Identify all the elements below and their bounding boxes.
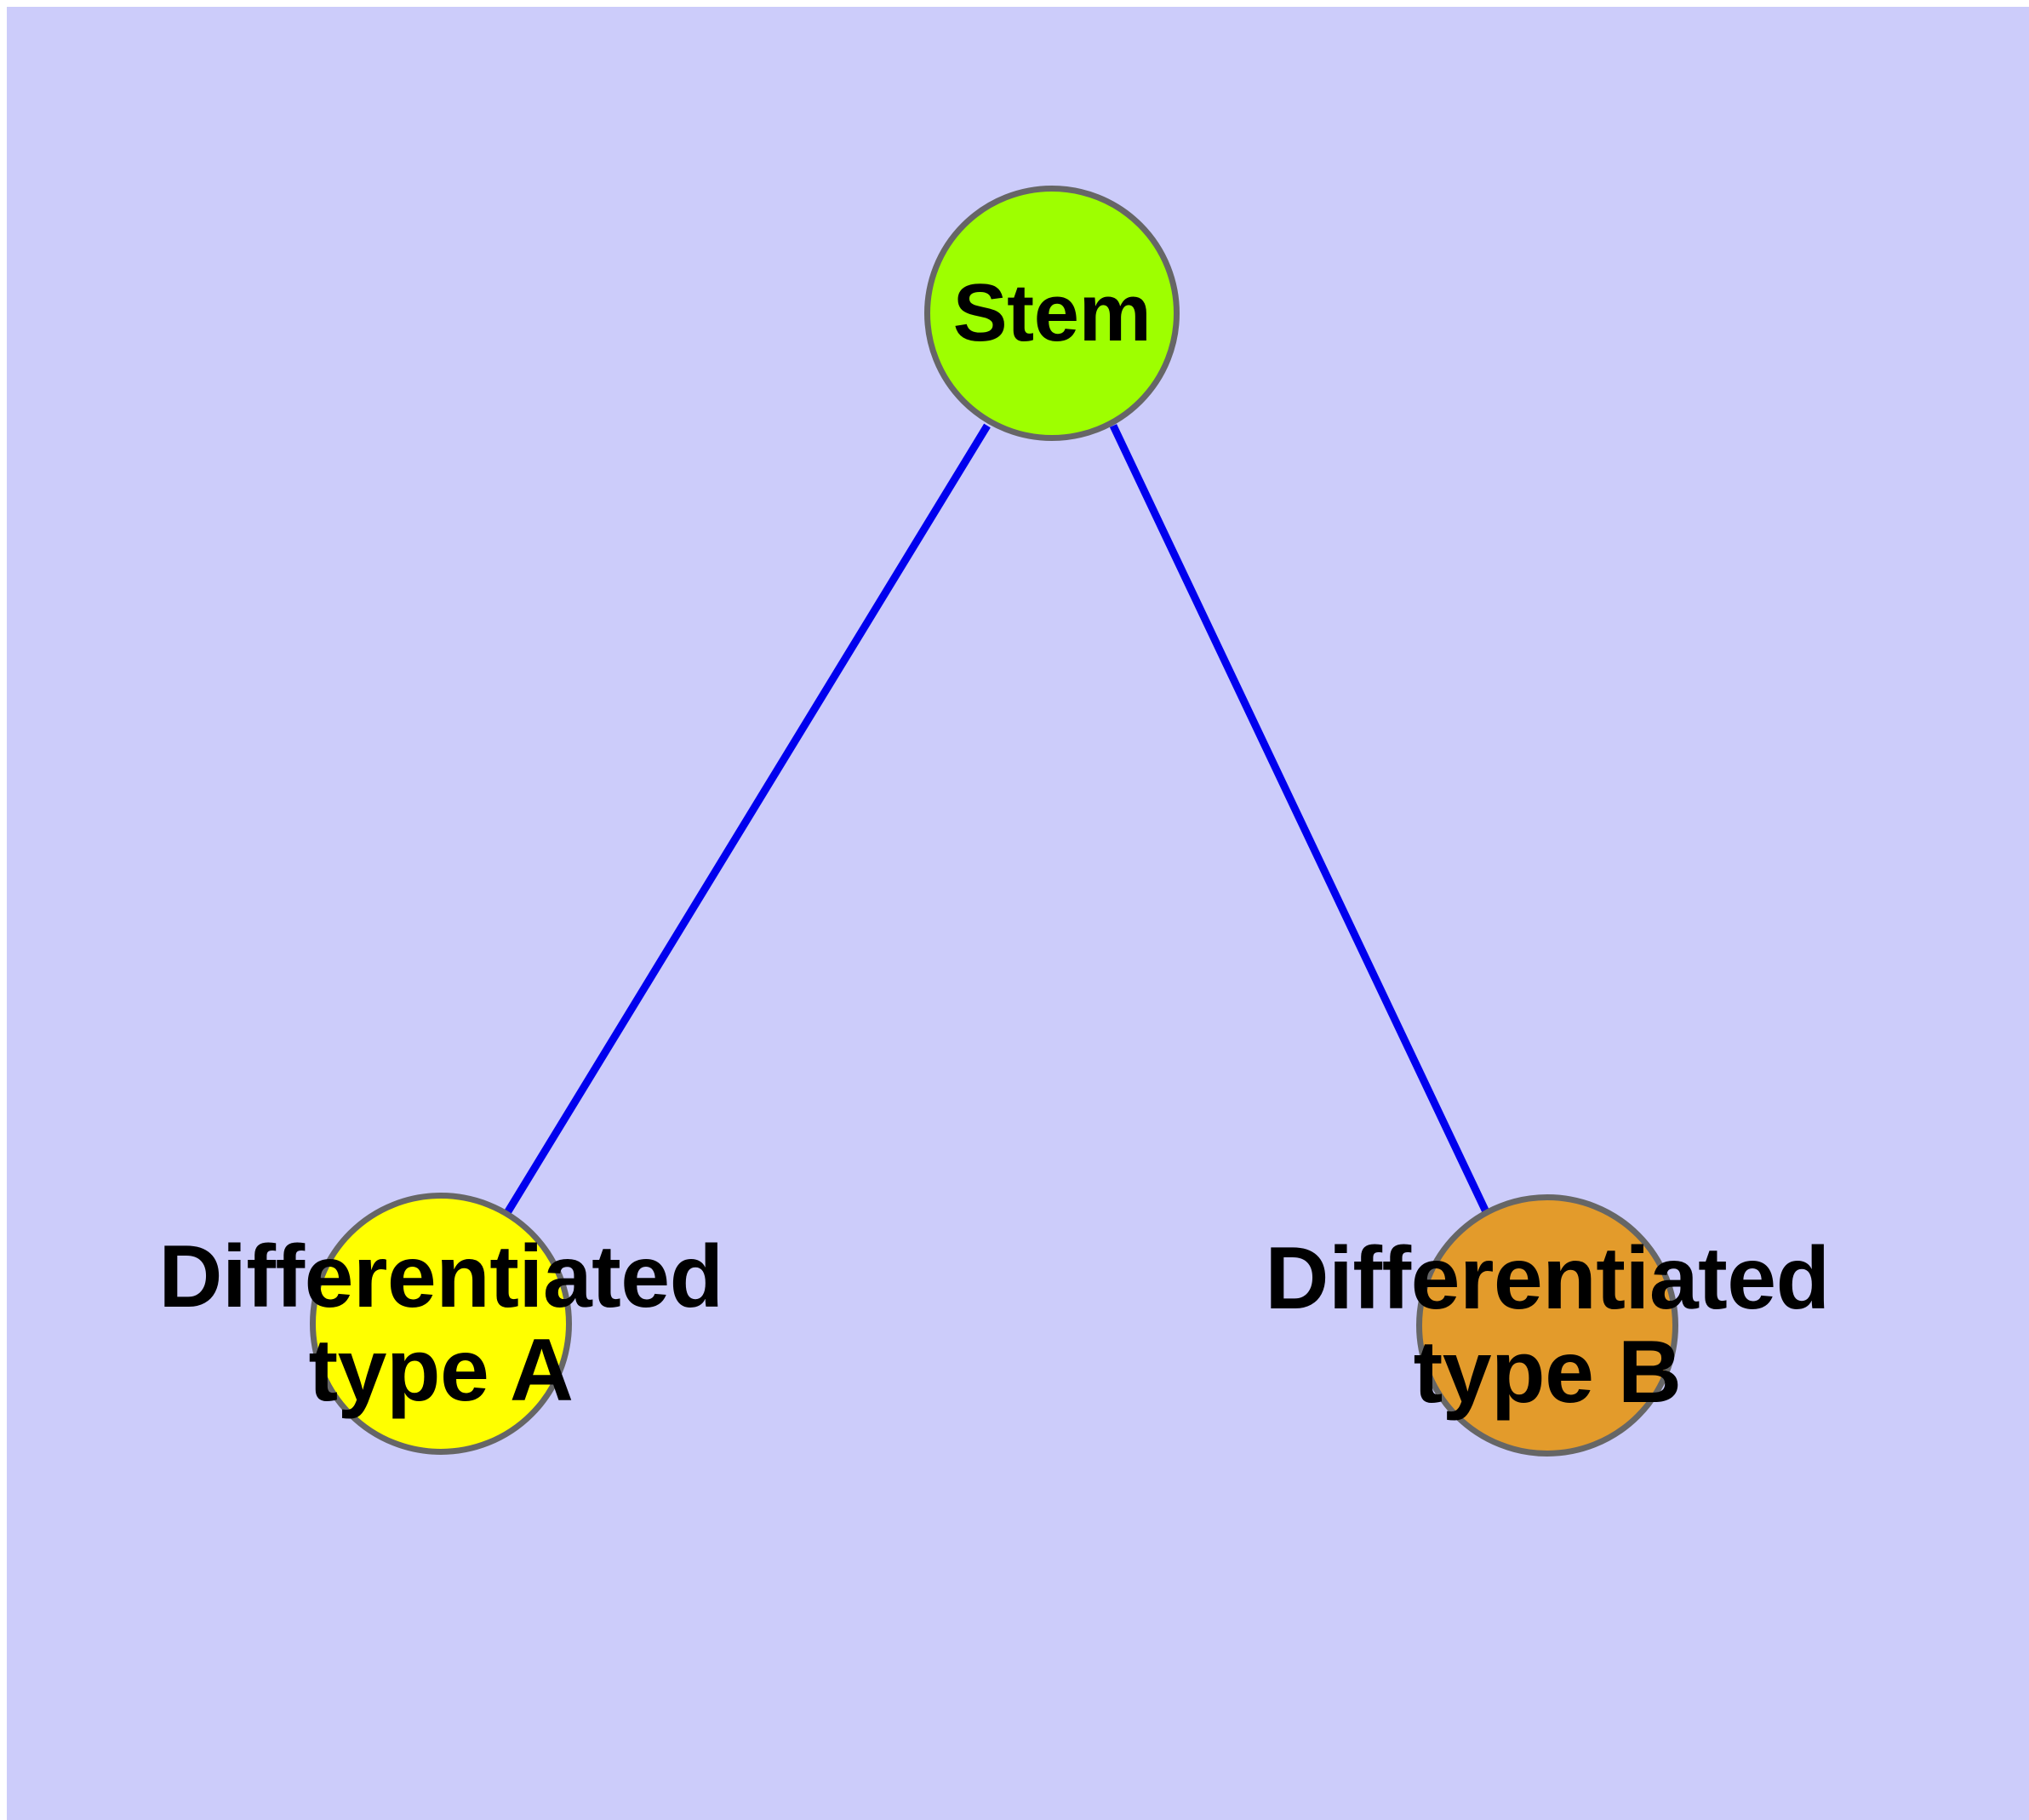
node-differentiated-type-a-circle[interactable] <box>310 1193 572 1455</box>
graph-plot-area: Stem Differentiated type A Differentiate… <box>7 7 2029 1820</box>
node-stem-circle[interactable] <box>924 186 1180 441</box>
node-differentiated-type-a-label: Differentiated type A <box>158 1230 723 1417</box>
node-differentiated-type-a-label-line1: Differentiated <box>158 1227 723 1326</box>
node-differentiated-type-b-label-line2: type B <box>1413 1323 1682 1422</box>
node-differentiated-type-a-label-line2: type A <box>308 1321 574 1420</box>
node-differentiated-type-b-label-line1: Differentiated <box>1265 1228 1830 1328</box>
node-differentiated-type-b-circle[interactable] <box>1416 1194 1678 1457</box>
node-differentiated-type-b-label: Differentiated type B <box>1265 1228 1830 1422</box>
node-layer: Stem Differentiated type A Differentiate… <box>7 7 2029 1820</box>
node-stem-label: Stem <box>952 267 1152 359</box>
